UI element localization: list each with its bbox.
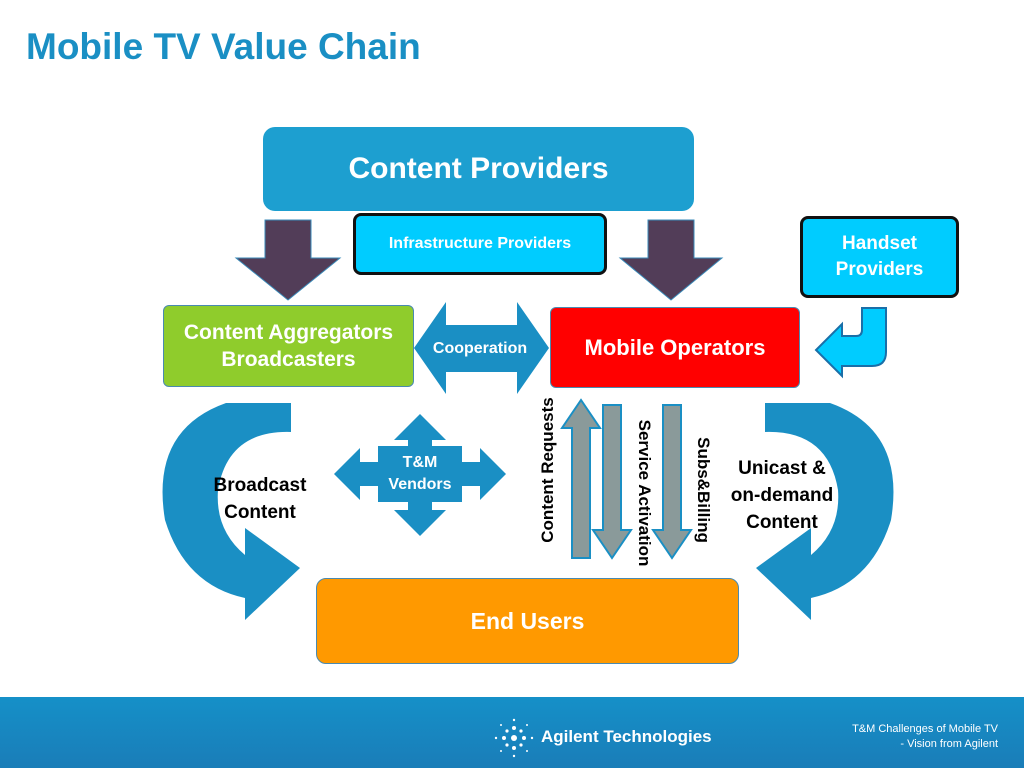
broadcast-content-label: Broadcast Content — [195, 472, 325, 526]
end-users-label: End Users — [470, 607, 585, 634]
footer-caption: T&M Challenges of Mobile TV - Vision fro… — [852, 722, 998, 752]
infrastructure-providers-label: Infrastructure Providers — [388, 235, 572, 252]
end-users-box: End Users — [316, 578, 739, 664]
mobile-operators-box: Mobile Operators — [550, 307, 800, 388]
content-aggregators-box: Content Aggregators Broadcasters — [163, 305, 414, 387]
unicast-label-line3: Content — [746, 512, 818, 533]
infrastructure-providers-box: Infrastructure Providers — [353, 213, 607, 275]
cooperation-label: Cooperation — [432, 340, 528, 357]
aggregators-label-line1: Content Aggregators — [183, 321, 394, 344]
arrow-providers-to-aggregators — [234, 219, 342, 301]
broadcast-label-line1: Broadcast — [213, 475, 307, 496]
service-activation-label: Service Activation — [635, 419, 654, 567]
subs-billing-label: Subs&Billing — [694, 437, 713, 543]
tm-vendors-label-line2: Vendors — [388, 476, 452, 493]
company-logo-text: Agilent Technologies — [541, 727, 712, 746]
service-activation-arrow — [591, 404, 633, 560]
unicast-curve-arrow — [756, 403, 894, 620]
tm-vendors-label-line1: T&M — [402, 454, 438, 471]
broadcast-label-line2: Content — [224, 502, 296, 523]
content-requests-label: Content Requests — [538, 397, 557, 543]
aggregators-label-line2: Broadcasters — [221, 348, 356, 371]
unicast-content-label: Unicast & on-demand Content — [718, 455, 846, 536]
footer-caption-line1: T&M Challenges of Mobile TV — [852, 723, 998, 735]
tm-vendors-box — [378, 446, 462, 502]
unicast-label-line1: Unicast & — [738, 458, 826, 479]
subs-billing-arrow — [651, 404, 693, 560]
handset-providers-label-line2: Providers — [835, 259, 924, 280]
mobile-operators-label: Mobile Operators — [584, 334, 766, 360]
broadcast-curve-arrow — [162, 403, 300, 620]
footer-caption-line2: - Vision from Agilent — [900, 738, 998, 750]
tm-vendors-label: T&M Vendors — [380, 452, 460, 502]
content-requests-arrow — [560, 398, 602, 559]
handset-providers-box: Handset Providers — [800, 216, 959, 298]
handset-to-operators-arrow — [814, 307, 887, 379]
handset-providers-label-line1: Handset — [842, 233, 917, 254]
page-title: Mobile TV Value Chain — [26, 26, 421, 67]
cooperation-arrow — [414, 302, 549, 394]
unicast-label-line2: on-demand — [730, 485, 834, 506]
content-providers-box: Content Providers — [263, 127, 694, 211]
arrow-providers-to-operators — [618, 219, 724, 301]
content-providers-label: Content Providers — [348, 152, 609, 185]
footer-bar — [0, 697, 1024, 768]
agilent-spark-icon — [494, 718, 534, 758]
